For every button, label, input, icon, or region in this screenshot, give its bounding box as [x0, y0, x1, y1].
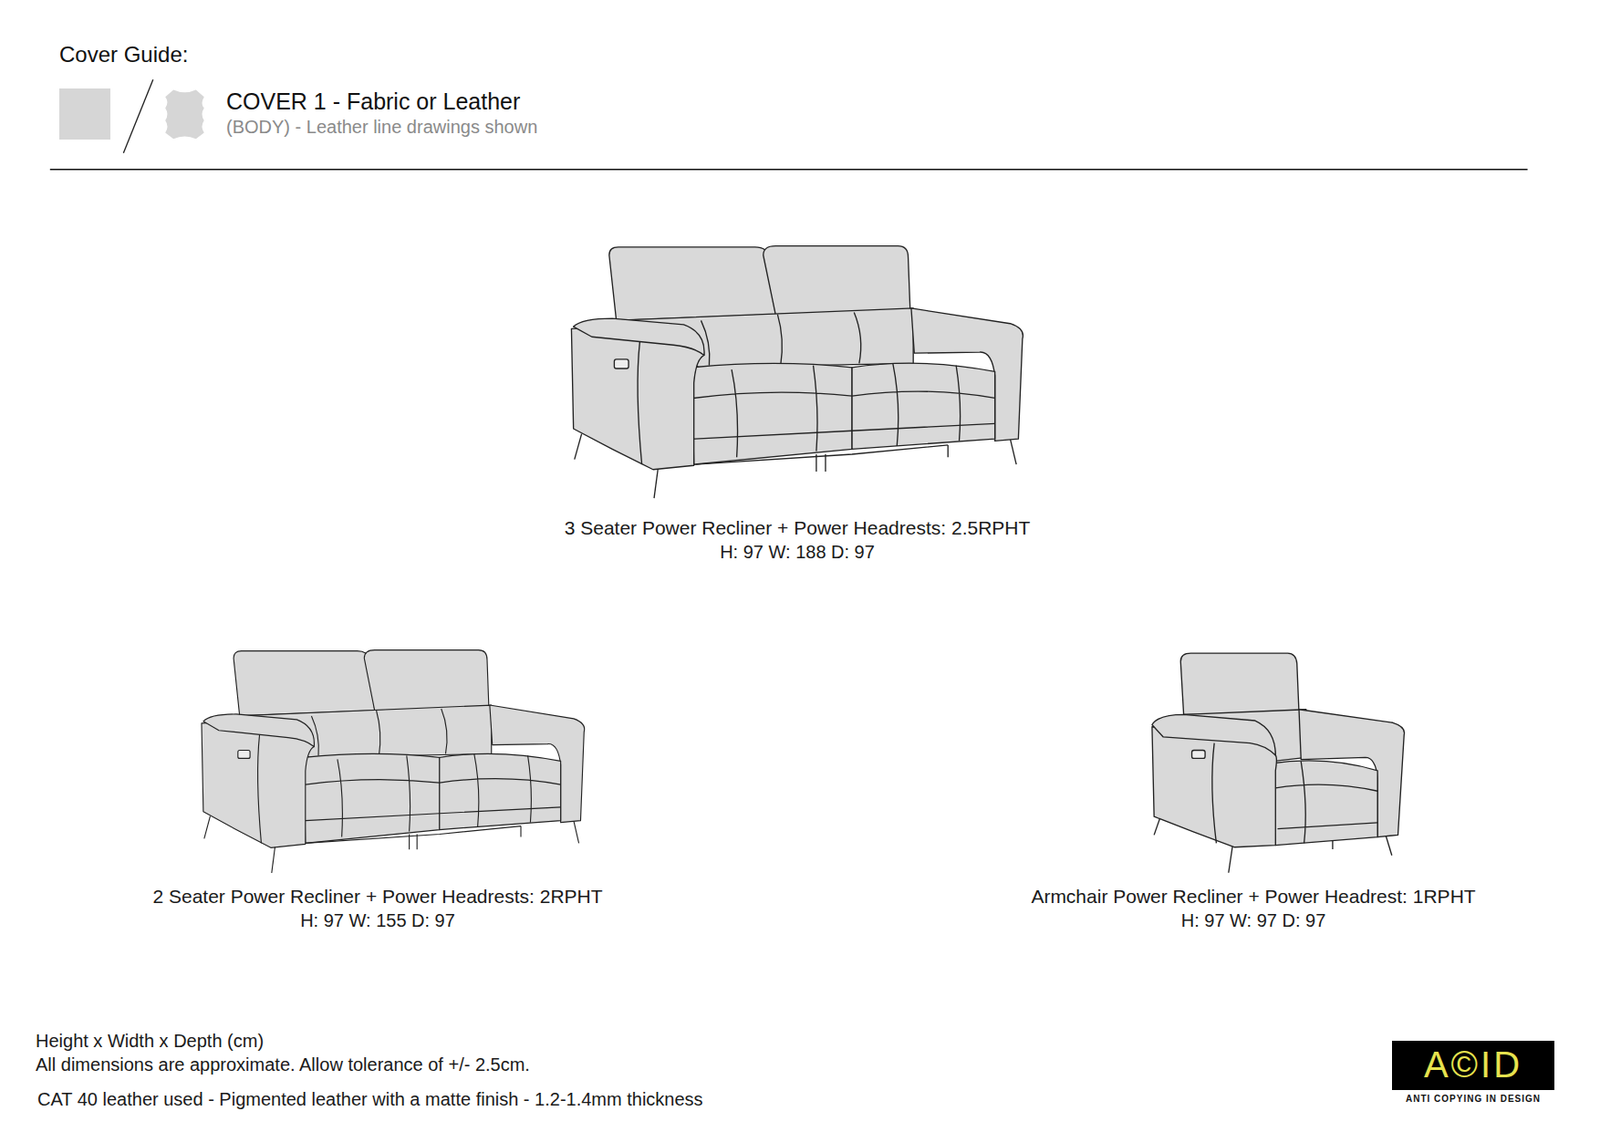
footnote: CAT 40 leather used - Pigmented leather …: [37, 1089, 704, 1111]
logo-mark: A©ID: [1423, 1044, 1523, 1086]
footnote: Height x Width x Depth (cm): [35, 1030, 264, 1052]
dimensions: H: 97 W: 155 D: 97: [300, 910, 456, 932]
page-title: Cover Guide:: [59, 41, 188, 68]
product-name: Armchair Power Recliner + Power Headrest…: [1030, 885, 1476, 908]
cover-swatch: [59, 88, 111, 140]
cover-name: COVER 1 - Fabric or Leather: [226, 88, 520, 115]
footnote: All dimensions are approximate. Allow to…: [35, 1054, 530, 1076]
cover-note: (BODY) - Leather line drawings shown: [226, 116, 538, 138]
product-name: 3 Seater Power Recliner + Power Headrest…: [564, 517, 1031, 540]
dimensions: H: 97 W: 188 D: 97: [719, 541, 875, 563]
logo-tagline: ANTI COPYING IN DESIGN: [1405, 1093, 1541, 1104]
product-name: 2 Seater Power Recliner + Power Headrest…: [152, 885, 603, 908]
dimensions: H: 97 W: 97 D: 97: [1181, 910, 1327, 932]
